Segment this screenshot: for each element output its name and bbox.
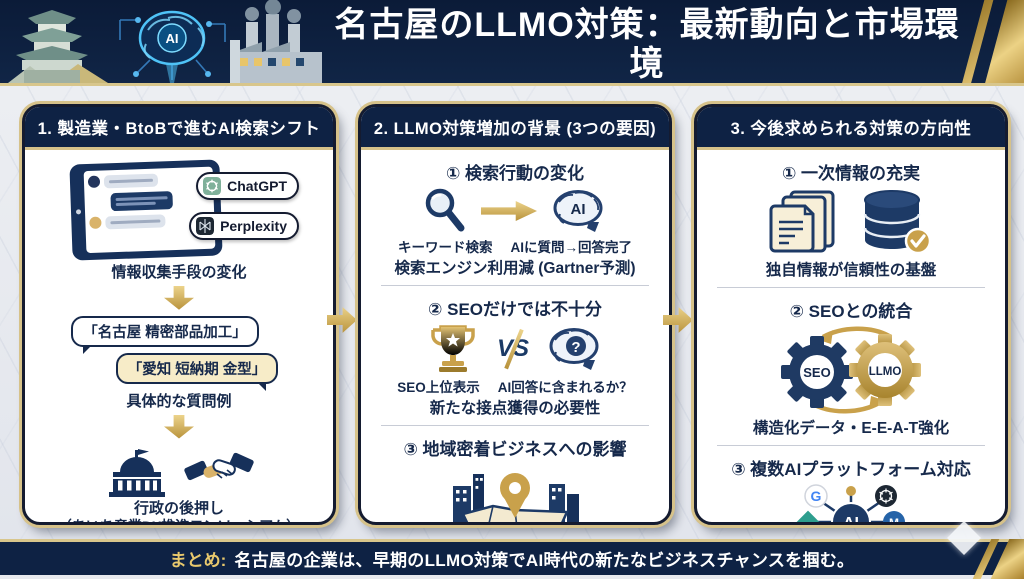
seo-gear-label: SEO	[803, 365, 830, 380]
perplexity-icon	[196, 217, 215, 235]
database-icon	[863, 190, 932, 255]
query-bubble-1: 「名古屋 精密部品加工」	[71, 315, 259, 354]
handshake-icon	[184, 452, 254, 480]
divider	[716, 287, 986, 288]
user-avatar	[87, 175, 101, 189]
divider	[380, 425, 650, 426]
summary-text: 名古屋の企業は、早期のLLMO対策でAI時代の新たなビジネスチャンスを掴む。	[234, 551, 855, 570]
examples-caption: 具体的な質問例	[126, 392, 232, 410]
seo-llmo-gears-illustration: SEO LLMO	[781, 326, 921, 414]
label-ask-ai: AIに質問→回答完了	[510, 240, 633, 255]
header-banner: AI 名古屋のLLMO対策：最新動向と市場環境 AI検索時代、名古屋企業の新たな…	[0, 0, 1024, 86]
perplexity-pill: Perplexity	[189, 212, 299, 240]
llmo-gear-label: LLMO	[869, 366, 902, 378]
summary-banner: まとめ: 名古屋の企業は、早期のLLMO対策でAI時代の新たなビジネスチャンスを…	[0, 521, 1024, 579]
seo-vs-ai-illustration: VS ?	[427, 324, 603, 374]
section-heading-primary-info: ① 一次情報の充実	[781, 164, 921, 183]
tablet-icon	[69, 159, 223, 261]
section-heading-local-business: ③ 地域密着ビジネスへの影響	[403, 440, 627, 459]
search-to-ai-illustration: AI	[423, 188, 607, 234]
section-heading-seo-integration: ② SEOとの統合	[789, 302, 913, 321]
perplexity-node-icon	[796, 510, 820, 522]
google-node-icon	[804, 484, 828, 508]
perplexity-label: Perplexity	[220, 218, 287, 234]
copilot-label: M	[889, 516, 899, 525]
nagoya-castle-ai-factory-illustration: AI	[8, 0, 322, 83]
note-search-engine-decline: 検索エンジン利用減 (Gartner予測)	[394, 260, 636, 277]
question-brain-icon: ?	[549, 328, 599, 370]
seo-gear-icon: SEO	[781, 336, 853, 408]
panel-llmo-background: 2. LLMO対策増加の背景 (3つの要因) ① 検索行動の変化 AI	[358, 104, 672, 525]
chatgpt-icon	[203, 177, 222, 195]
government-building-icon	[109, 448, 165, 497]
vs-label: VS	[493, 335, 533, 363]
location-pin-icon	[500, 473, 530, 518]
panel-future-directions: 3. 今後求められる対策の方向性 ① 一次情報の充実	[694, 104, 1008, 525]
panel1-title: 1. 製造業・BtoBで進むAI検索シフト	[25, 107, 333, 150]
section-heading-seo-not-enough: ② SEOだけでは不十分	[427, 300, 603, 319]
local-map-pin-illustration	[453, 473, 579, 522]
down-arrow-icon	[164, 285, 194, 310]
brain-question-label: ?	[571, 339, 580, 356]
government-support-illustration	[103, 446, 255, 498]
section-heading-multi-ai: ③ 複数AIプラットフォーム対応	[731, 460, 971, 479]
magnifier-icon	[425, 188, 465, 232]
section-heading-search-behavior: ① 検索行動の変化	[445, 164, 585, 183]
documents-icon	[769, 190, 835, 253]
ai-hub-label: AI	[843, 515, 859, 525]
panel2-title: 2. LLMO対策増加の背景 (3つの要因)	[361, 107, 669, 150]
down-arrow-icon-2	[164, 414, 194, 439]
gold-node-icon	[846, 486, 856, 496]
gov-caption-sub: （あいち産業DX推進コンソーシアム）	[58, 518, 300, 522]
gold-arrow-icon	[481, 201, 537, 221]
gov-caption: 行政の後押し	[133, 499, 224, 517]
label-included-in-ai: AI回答に含まれるか？	[497, 380, 633, 395]
page-title: 名古屋のLLMO対策：最新動向と市場環境	[334, 6, 960, 84]
chatgpt-label: ChatGPT	[227, 178, 287, 194]
summary-label: まとめ:	[169, 551, 227, 570]
ai-platform-network-illustration: G M	[796, 484, 905, 525]
ai-brain-icon: AI	[119, 10, 226, 83]
documents-database-illustration	[769, 188, 933, 256]
llmo-gear-icon: LLMO	[849, 334, 921, 406]
tablet-caption: 情報収集手段の変化	[111, 264, 247, 281]
ai-brain-small-icon: AI	[553, 190, 603, 232]
brain-ai-label: AI	[571, 201, 586, 218]
main-content: 1. 製造業・BtoBで進むAI検索シフト	[0, 86, 1024, 539]
trophy-icon	[431, 325, 475, 372]
copilot-node-icon	[883, 511, 905, 522]
note-original-info: 独自情報が信頼性の基盤	[765, 262, 937, 279]
tablet-chat-illustration: ChatGPT Perplexity	[59, 159, 299, 264]
label-seo-ranking: SEO上位表示	[397, 380, 480, 395]
google-g-label: G	[811, 488, 822, 504]
label-keyword-search: キーワード検索	[398, 240, 493, 255]
divider	[380, 285, 650, 286]
panel3-title: 3. 今後求められる対策の方向性	[697, 107, 1005, 150]
user-avatar-2	[89, 216, 102, 229]
factory-icon	[230, 0, 322, 83]
castle-icon	[8, 10, 108, 83]
note-new-touchpoints: 新たな接点獲得の必要性	[429, 400, 601, 417]
panel-ai-search-shift: 1. 製造業・BtoBで進むAI検索シフト	[22, 104, 336, 525]
ai-hub-icon	[831, 502, 871, 522]
divider	[716, 445, 986, 446]
query-bubble-2: 「愛知 短納期 金型」	[115, 352, 279, 391]
chatgpt-pill: ChatGPT	[196, 172, 299, 200]
openai-node-icon	[875, 485, 897, 507]
hero-ai-label: AI	[166, 31, 179, 46]
note-structured-data: 構造化データ・E-E-A-T強化	[752, 420, 950, 437]
